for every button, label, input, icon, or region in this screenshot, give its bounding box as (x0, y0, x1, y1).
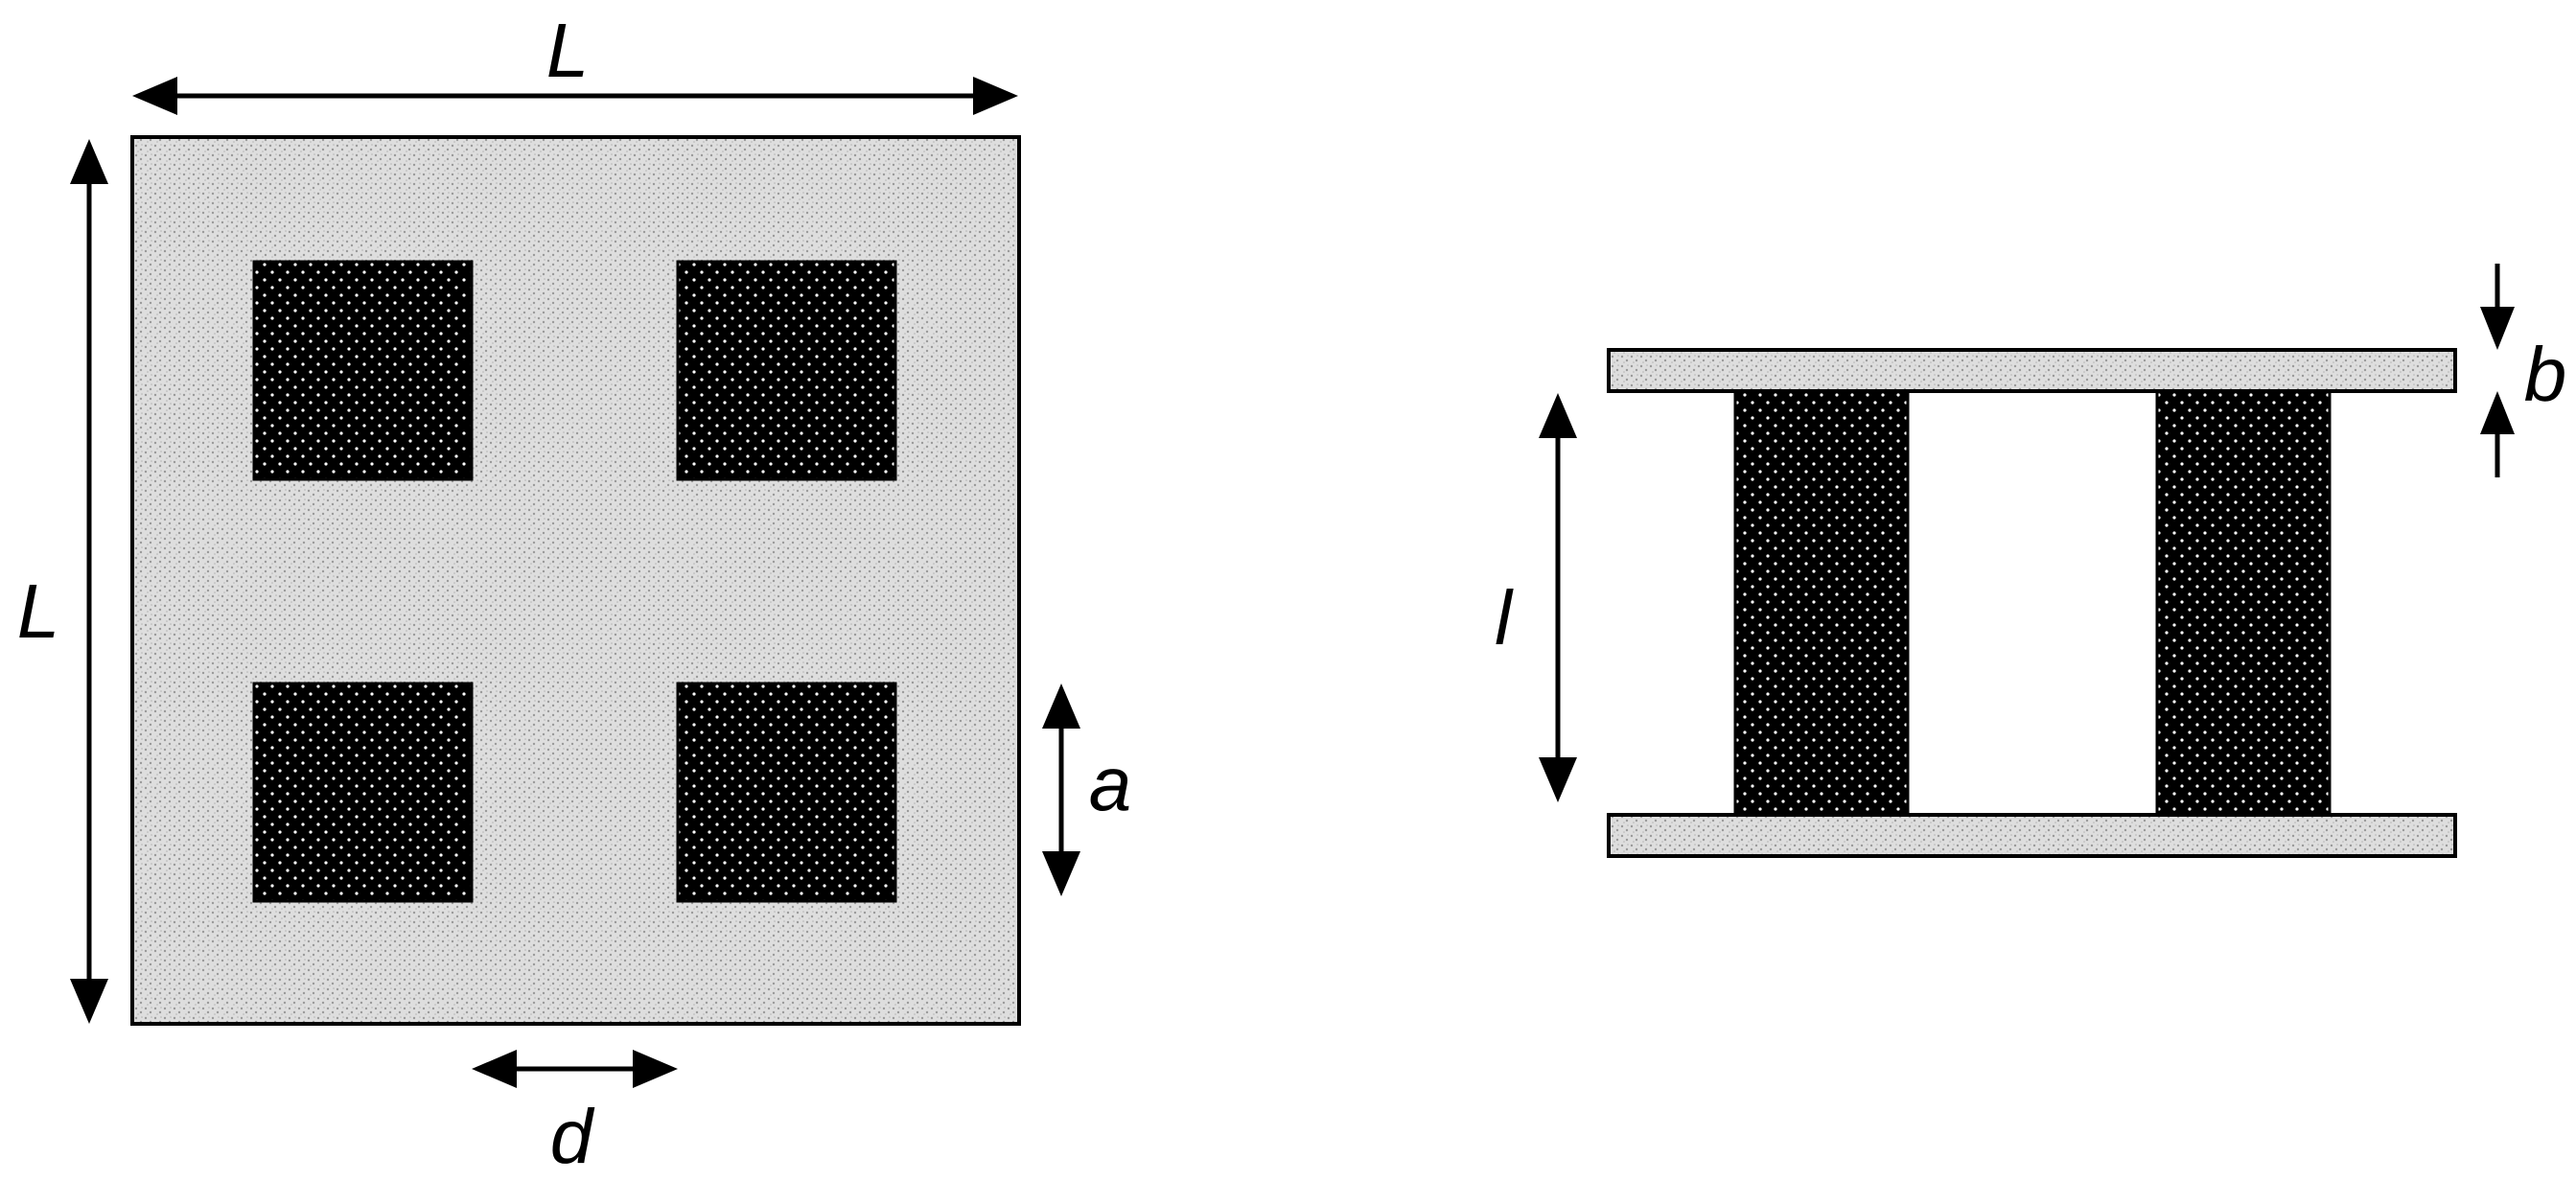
top-width-label: L (546, 8, 590, 93)
pillar-top-left (252, 260, 474, 481)
top-view: L L a d (17, 8, 1132, 1179)
pillar-length-label: l (1495, 575, 1514, 661)
pillar-length-arrow (1539, 393, 1577, 802)
plate-thickness-label: b (2524, 332, 2567, 417)
side-view-top-plate (1607, 348, 2457, 393)
pillar-gap-label: d (550, 1094, 595, 1179)
pillar-bottom-left (252, 682, 474, 903)
side-view-bottom-plate (1607, 813, 2457, 858)
pillar-size-arrow (1042, 684, 1080, 896)
pillar-bottom-right (676, 682, 897, 903)
side-pillar-left (1733, 389, 1910, 817)
plate-thickness-arrows (2480, 264, 2515, 477)
left-height-arrow (70, 139, 108, 1024)
pillar-top-right (676, 260, 897, 481)
left-height-label: L (17, 568, 60, 654)
side-pillar-right (2155, 389, 2332, 817)
pillar-gap-arrow (472, 1050, 678, 1088)
top-width-arrow (132, 77, 1018, 115)
pillar-size-label: a (1089, 741, 1132, 826)
side-view: l b (1495, 264, 2567, 858)
